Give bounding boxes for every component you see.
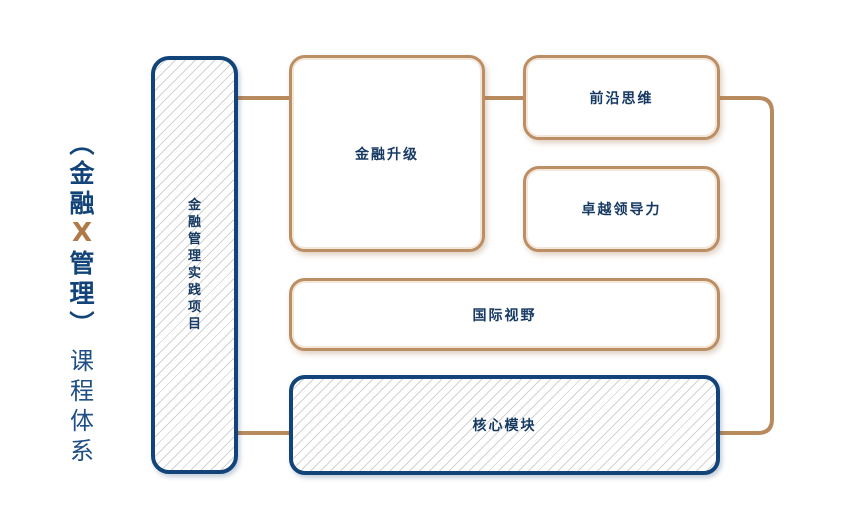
practice-project-box: 金 融 管 理 实 践 项 目	[151, 56, 238, 474]
subtitle-char: 系	[70, 437, 94, 465]
core-modules-label: 核心模块	[472, 418, 537, 434]
excellent-leadership-box: 卓越领导力	[523, 166, 720, 252]
title-char: 理	[69, 278, 95, 308]
frontier-thinking-box: 前沿思维	[523, 55, 720, 140]
practice-project-char: 管	[187, 232, 201, 247]
title-x-mark: X	[71, 218, 93, 248]
practice-project-label: 金 融 管 理 实 践 项 目	[188, 197, 201, 333]
practice-project-char: 实	[187, 266, 201, 281]
finance-upgrade-label: 金融升级	[355, 146, 419, 163]
excellent-leadership-label: 卓越领导力	[581, 202, 662, 218]
title-char: 融	[69, 188, 95, 218]
title-close-paren: ）	[67, 310, 97, 336]
frontier-thinking-label: 前沿思维	[589, 90, 654, 107]
practice-project-char: 金	[187, 198, 201, 213]
global-vision-box: 国际视野	[289, 278, 720, 351]
diagram-title: （ 金 融 X 管 理 ） 课 程 体 系	[60, 128, 104, 466]
title-char: 管	[69, 248, 95, 278]
global-vision-label: 国际视野	[472, 307, 537, 324]
title-open-paren: （	[67, 130, 97, 156]
finance-upgrade-box: 金融升级	[289, 55, 485, 252]
practice-project-char: 融	[187, 215, 201, 230]
practice-project-char: 理	[187, 249, 201, 264]
subtitle-char: 程	[70, 377, 94, 405]
practice-project-char: 项	[187, 300, 201, 315]
subtitle-char: 课	[70, 347, 94, 375]
practice-project-char: 践	[187, 283, 201, 298]
practice-project-char: 目	[187, 317, 201, 332]
title-char: 金	[69, 158, 95, 188]
connector-right-loop	[718, 96, 774, 435]
core-modules-box: 核心模块	[289, 375, 720, 475]
subtitle-char: 体	[70, 407, 94, 435]
